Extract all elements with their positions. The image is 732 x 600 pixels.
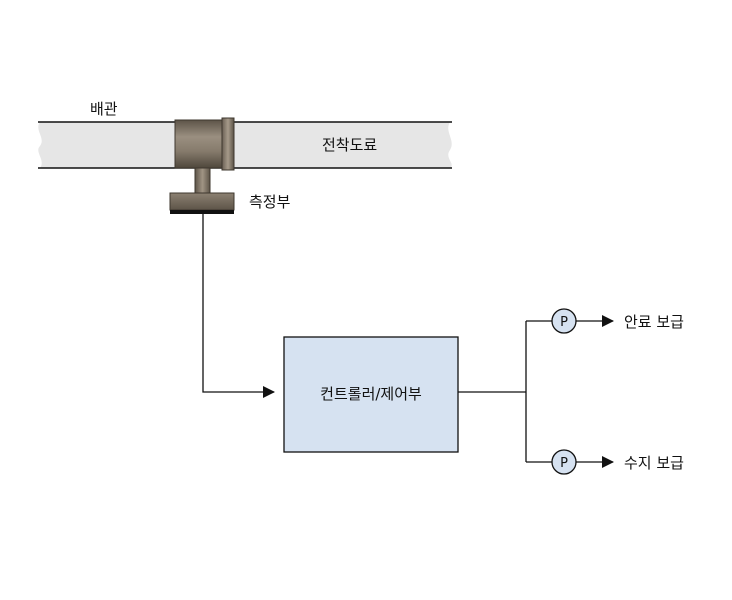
sensor-label: 측정부 xyxy=(249,193,291,211)
output-bottom-label: 수지 보급 xyxy=(624,454,684,472)
pump-top: P xyxy=(551,308,577,334)
pump-bottom-label: P xyxy=(560,456,568,471)
output-branch xyxy=(458,320,552,463)
coating-label: 전착도료 xyxy=(322,136,377,154)
pipe-label: 배관 xyxy=(90,100,118,118)
signal-line xyxy=(202,214,275,398)
sensor-fitting xyxy=(169,117,235,214)
pump-top-label: P xyxy=(560,315,568,330)
pump-bottom: P xyxy=(551,449,577,475)
controller-box xyxy=(283,336,459,453)
controller-label: 컨트롤러/제어부 xyxy=(320,385,422,403)
output-top-label: 안료 보급 xyxy=(624,313,684,331)
pipe xyxy=(38,121,452,169)
